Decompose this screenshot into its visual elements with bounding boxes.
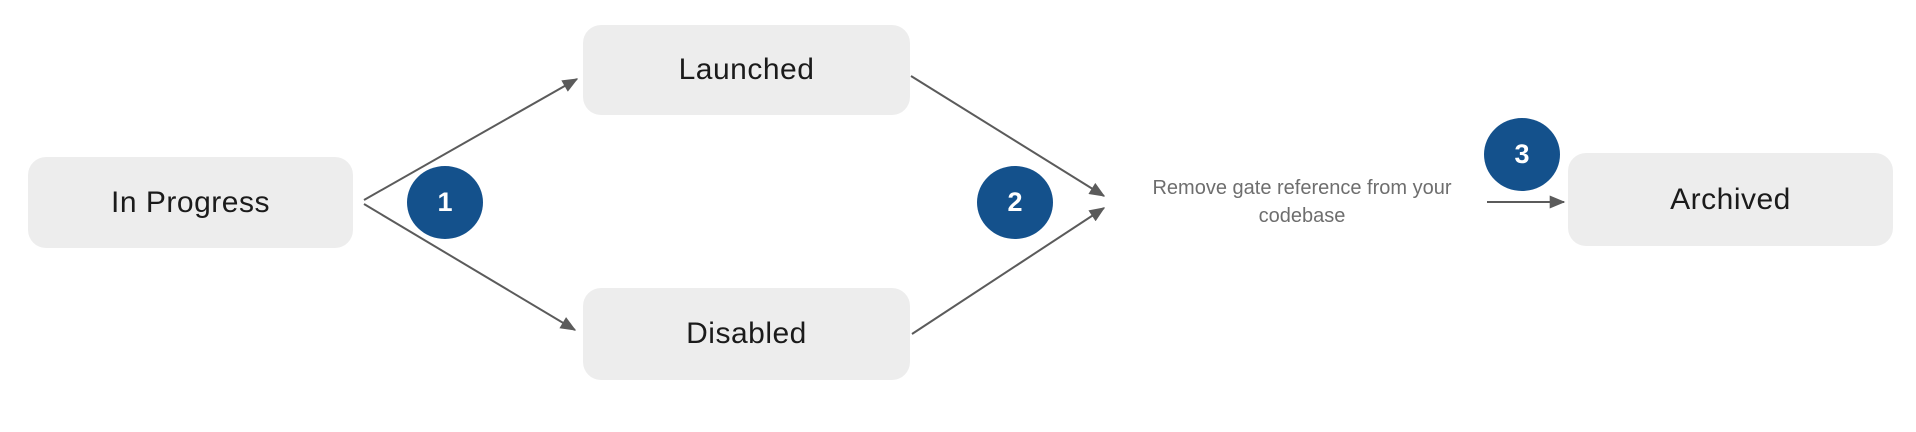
step-badge-1: 1 xyxy=(407,166,483,239)
edge-launched-to-remove xyxy=(910,75,1106,197)
edge-in-progress-to-disabled xyxy=(363,203,577,331)
step-badge-3: 3 xyxy=(1484,118,1560,191)
node-archived: Archived xyxy=(1568,153,1893,246)
step-badge-2: 2 xyxy=(977,166,1053,239)
edge-disabled-to-remove xyxy=(911,207,1106,335)
node-launched: Launched xyxy=(583,25,910,115)
edge-in-progress-to-launched xyxy=(363,78,579,201)
edge-annotation: Remove gate reference from your codebase xyxy=(1152,177,1452,227)
node-in-progress: In Progress xyxy=(28,157,353,248)
node-disabled: Disabled xyxy=(583,288,910,380)
